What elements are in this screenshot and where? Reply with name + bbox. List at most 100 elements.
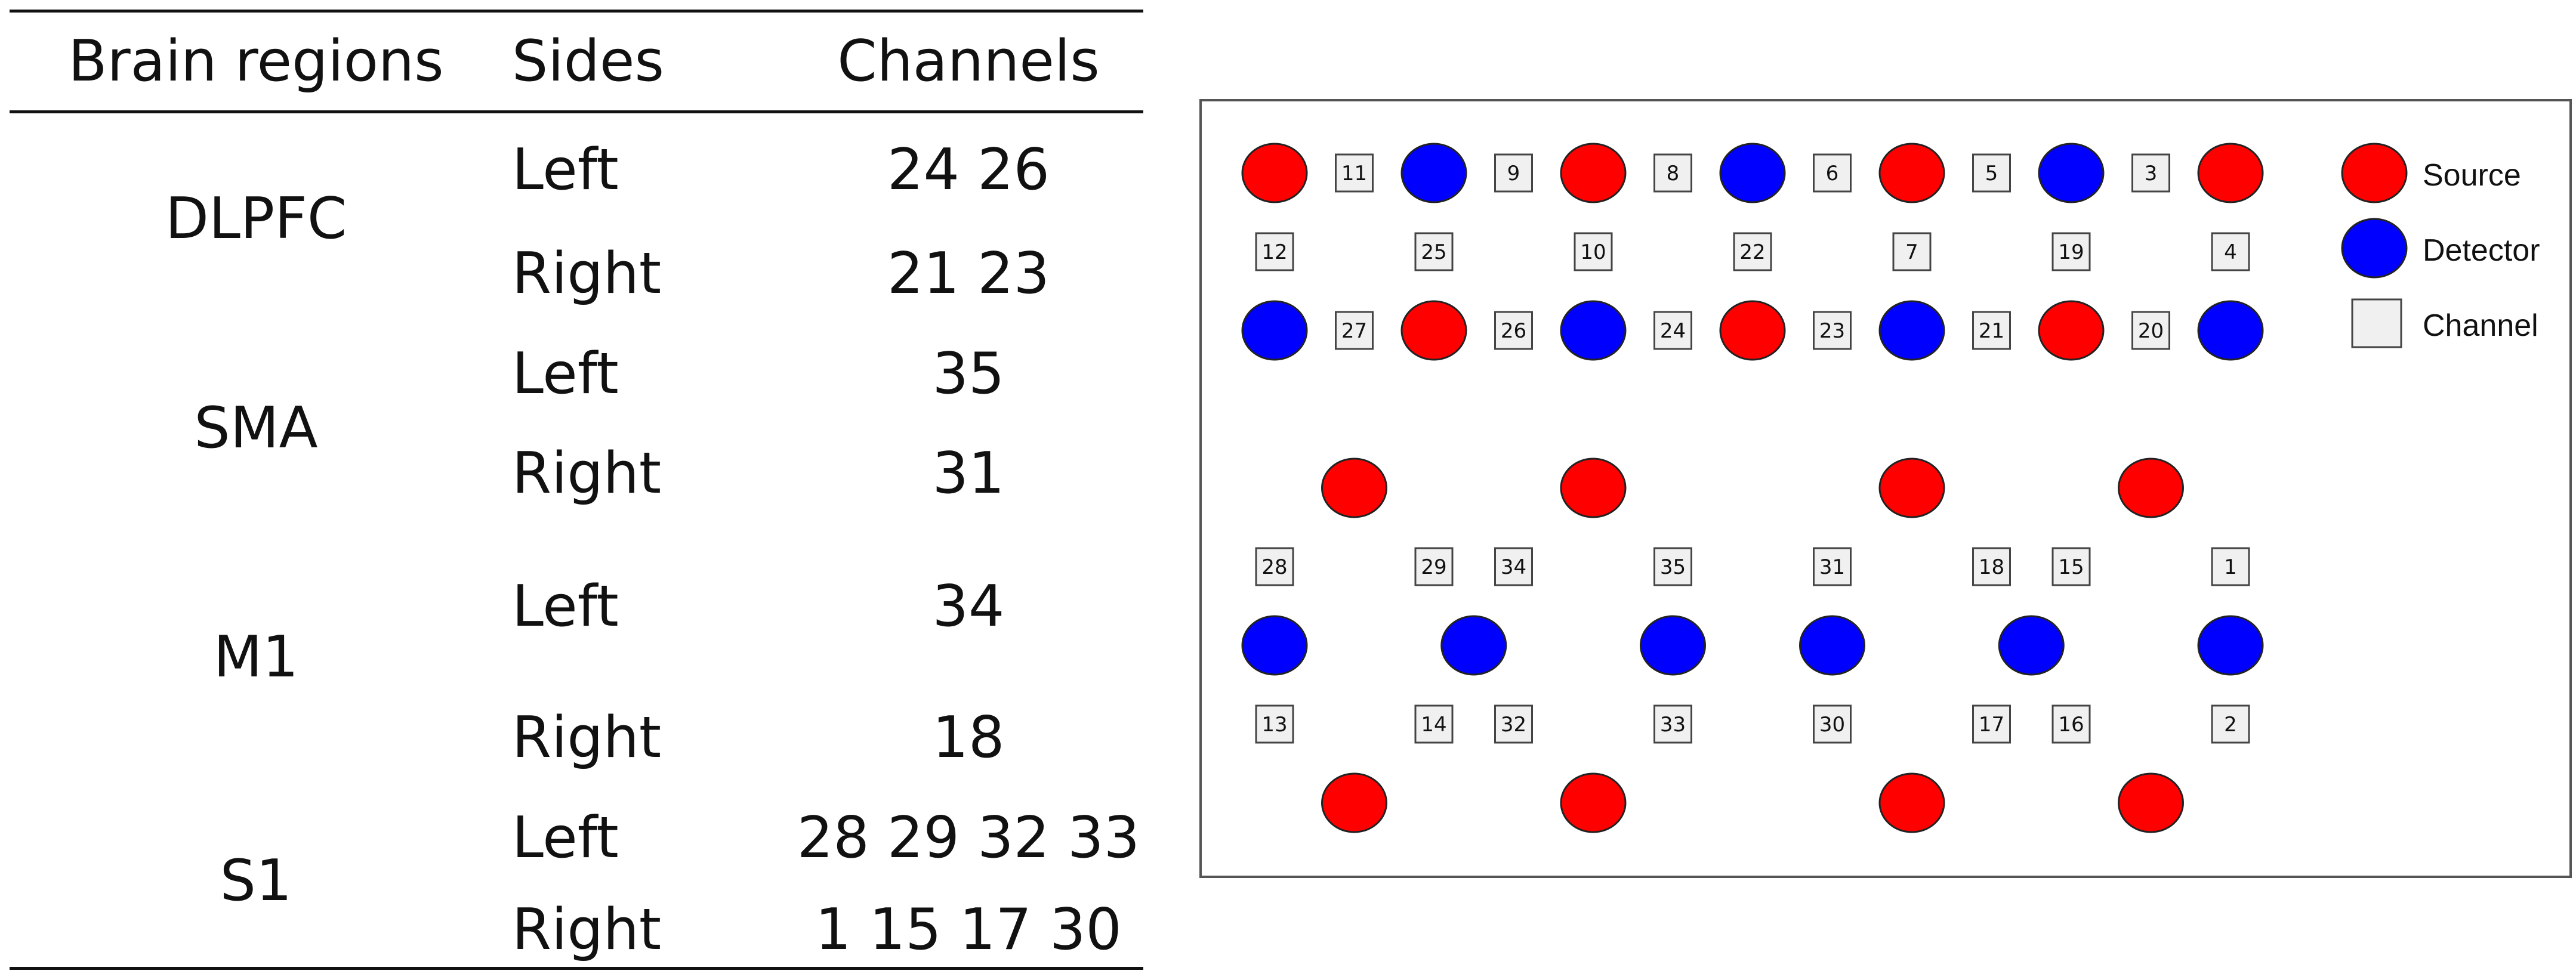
- header-sides: Sides: [512, 29, 664, 94]
- channel-label-7: 7: [1905, 240, 1918, 264]
- detector-optode: [2038, 143, 2105, 203]
- channel-label-9: 9: [1507, 162, 1520, 186]
- region-dlpfc: DLPFC: [165, 186, 347, 252]
- channel-label-20: 20: [2138, 319, 2164, 343]
- detector-optode: [2197, 300, 2264, 361]
- source-optode: [1878, 143, 1945, 203]
- channel-box-31: [1813, 547, 1852, 586]
- source-optode: [1560, 772, 1627, 833]
- channel-label-4: 4: [2224, 240, 2237, 264]
- channel-box-10: [1574, 232, 1613, 271]
- channel-box-3: [2131, 153, 2170, 193]
- channel-label-5: 5: [1985, 162, 1998, 186]
- channel-label-18: 18: [1979, 555, 2004, 579]
- channel-box-5: [1972, 153, 2011, 193]
- channel-box-23: [1813, 311, 1852, 350]
- channel-box-26: [1494, 311, 1533, 350]
- source-optode: [1241, 143, 1308, 203]
- channels-dlpfc-right: 21 23: [887, 241, 1050, 307]
- header-channels: Channels: [837, 29, 1100, 94]
- channel-box-15: [2051, 547, 2091, 586]
- channel-label-19: 19: [2058, 240, 2084, 264]
- channel-label-10: 10: [1580, 240, 1606, 264]
- channel-label-25: 25: [1421, 240, 1446, 264]
- source-optode: [1878, 457, 1945, 518]
- channel-label-1: 1: [2224, 555, 2237, 579]
- detector-optode: [1719, 143, 1786, 203]
- brain-region-table: Brain regions Sides Channels DLPFC Left …: [10, 0, 1143, 980]
- source-optode: [1719, 300, 1786, 361]
- channel-box-32: [1494, 704, 1533, 744]
- detector-optode: [1640, 615, 1706, 676]
- channels-s1-left: 28 29 32 33: [797, 805, 1140, 871]
- detector-optode: [1440, 615, 1507, 676]
- source-optode: [2038, 300, 2105, 361]
- legend-channel-label: Channel: [2423, 308, 2538, 343]
- detector-optode: [1400, 143, 1467, 203]
- channel-label-34: 34: [1501, 555, 1526, 579]
- side-sma-left: Left: [512, 341, 619, 407]
- channel-box-33: [1653, 704, 1692, 744]
- legend-detector-label: Detector: [2423, 233, 2540, 268]
- source-optode: [1560, 143, 1627, 203]
- source-optode: [1321, 457, 1387, 518]
- table-bottom-rule: [10, 967, 1143, 970]
- region-s1: S1: [220, 848, 292, 914]
- channel-label-16: 16: [2058, 713, 2084, 737]
- channel-label-31: 31: [1819, 555, 1845, 579]
- table-header-rule: [10, 110, 1143, 113]
- legend-channel-marker: [2351, 298, 2402, 348]
- channel-label-30: 30: [1819, 713, 1845, 737]
- channel-box-9: [1494, 153, 1533, 193]
- channel-label-35: 35: [1660, 555, 1686, 579]
- region-sma: SMA: [194, 395, 318, 461]
- channel-label-28: 28: [1261, 555, 1287, 579]
- channel-label-22: 22: [1739, 240, 1765, 264]
- detector-optode: [1998, 615, 2065, 676]
- channel-label-11: 11: [1341, 162, 1367, 186]
- channel-label-29: 29: [1421, 555, 1446, 579]
- region-m1: M1: [213, 625, 299, 690]
- detector-optode: [2197, 615, 2264, 676]
- channel-label-12: 12: [1261, 240, 1287, 264]
- channel-label-33: 33: [1660, 713, 1686, 737]
- detector-optode: [1241, 300, 1308, 361]
- channel-box-29: [1414, 547, 1454, 586]
- source-optode: [2118, 772, 2184, 833]
- channel-box-19: [2051, 232, 2091, 271]
- channel-box-30: [1813, 704, 1852, 744]
- channel-box-14: [1414, 704, 1454, 744]
- channel-label-24: 24: [1660, 319, 1686, 343]
- channel-box-24: [1653, 311, 1692, 350]
- channel-box-1: [2211, 547, 2250, 586]
- side-dlpfc-right: Right: [512, 241, 662, 307]
- header-brain-regions: Brain regions: [68, 29, 444, 94]
- source-optode: [2197, 143, 2264, 203]
- source-optode: [2118, 457, 2184, 518]
- channel-box-11: [1335, 153, 1374, 193]
- channel-box-13: [1255, 704, 1294, 744]
- channel-label-13: 13: [1261, 713, 1287, 737]
- channel-box-12: [1255, 232, 1294, 271]
- channel-label-6: 6: [1826, 162, 1839, 186]
- side-s1-right: Right: [512, 897, 662, 963]
- channel-label-2: 2: [2224, 713, 2237, 737]
- side-sma-right: Right: [512, 441, 662, 506]
- channel-label-15: 15: [2058, 555, 2084, 579]
- channels-m1-right: 18: [932, 705, 1005, 771]
- channel-label-3: 3: [2145, 162, 2158, 186]
- channel-box-16: [2051, 704, 2091, 744]
- channel-box-7: [1892, 232, 1932, 271]
- channel-box-18: [1972, 547, 2011, 586]
- channel-label-23: 23: [1819, 319, 1845, 343]
- legend-source-label: Source: [2423, 158, 2521, 193]
- legend: Source Detector Channel: [2341, 143, 2540, 348]
- source-optode: [1321, 772, 1387, 833]
- channel-box-22: [1733, 232, 1772, 271]
- legend-detector-marker: [2341, 218, 2408, 279]
- channel-box-25: [1414, 232, 1454, 271]
- channel-label-8: 8: [1667, 162, 1680, 186]
- side-m1-right: Right: [512, 705, 662, 771]
